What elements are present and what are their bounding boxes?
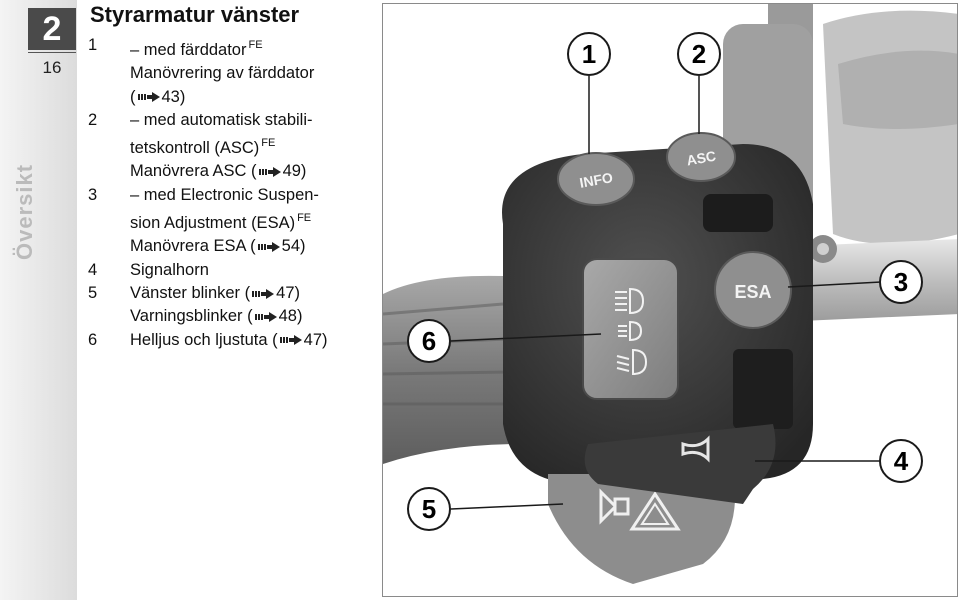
- info-button-label: INFO: [578, 169, 614, 191]
- esa-button-label: ESA: [734, 282, 771, 302]
- legend-line: Manövrera ASC (49): [130, 162, 307, 181]
- horn-icon: [681, 435, 710, 463]
- item-number: 6: [88, 330, 98, 349]
- chapter-tab: 2 16 Översikt: [0, 0, 77, 600]
- page-reference[interactable]: 49: [282, 162, 301, 181]
- handlebar-photo: INFO ASC ESA 1 2 3 4: [382, 3, 958, 597]
- item-text: – med färddator: [130, 41, 247, 59]
- item-number: 3: [88, 185, 98, 204]
- equipment-superscript: FE: [261, 137, 276, 150]
- left-arrow-icon: [599, 488, 630, 525]
- asc-button: [666, 132, 736, 182]
- page-reference-arrow-icon: [279, 335, 302, 346]
- page-title: Styrarmatur vänster: [90, 2, 300, 27]
- leader-lines: [450, 76, 882, 510]
- legend-line: sion Adjustment (ESA)FE: [88, 207, 380, 235]
- headlight-icon: [618, 320, 643, 342]
- legend-line: Varningsblinker (48): [130, 307, 303, 326]
- low-beam-icon: [616, 348, 648, 376]
- svg-text:2: 2: [692, 39, 706, 69]
- chapter-divider: [28, 52, 76, 53]
- horn-button: [584, 424, 776, 504]
- section-label: Översikt: [12, 163, 37, 260]
- page-reference[interactable]: 48: [278, 307, 297, 326]
- item-text: Helljus och ljustuta: [130, 330, 268, 349]
- item-text: Manövrering av färddator: [130, 64, 315, 83]
- asc-button-label: ASC: [685, 148, 717, 169]
- legend-line: 2 – med automatisk stabili-: [88, 109, 380, 132]
- item-text: sion Adjustment (ESA): [130, 214, 296, 233]
- item-number: 4: [88, 260, 98, 279]
- item-number: 5: [88, 283, 98, 302]
- svg-text:6: 6: [422, 326, 436, 356]
- esa-button: [714, 251, 792, 329]
- svg-text:1: 1: [582, 39, 596, 69]
- equipment-superscript: FE: [248, 39, 263, 51]
- svg-text:3: 3: [894, 267, 908, 297]
- legend-line: tetskontroll (ASC)FE: [88, 132, 380, 160]
- item-text: Varningsblinker: [130, 307, 243, 326]
- page-reference-arrow-icon: [257, 242, 280, 253]
- svg-text:4: 4: [894, 446, 909, 476]
- page-reference-arrow-icon: [252, 288, 275, 299]
- page-reference[interactable]: 43: [161, 87, 180, 106]
- info-button: [557, 152, 635, 206]
- callout-2: 2: [677, 32, 721, 76]
- page-reference-arrow-icon: [254, 311, 277, 322]
- callout-6: 6: [407, 319, 451, 363]
- page-number: 16: [42, 58, 62, 77]
- item-number: 1: [88, 36, 98, 54]
- callout-1: 1: [567, 32, 611, 76]
- item-text: – med Electronic Suspen-: [130, 185, 319, 204]
- callout-4: 4: [879, 439, 923, 483]
- legend-line: (43): [130, 87, 186, 106]
- chapter-number: 2: [28, 8, 76, 50]
- item-text: Manövrera ESA: [130, 237, 246, 256]
- legend-line: 4 Signalhorn: [88, 259, 380, 282]
- page-reference[interactable]: 47: [276, 283, 295, 302]
- item-text: Manövrera ASC: [130, 162, 247, 181]
- legend-line: 3 – med Electronic Suspen-: [88, 184, 380, 207]
- page-reference[interactable]: 54: [281, 237, 301, 256]
- svg-text:5: 5: [422, 494, 436, 524]
- high-beam-icon: [615, 287, 645, 315]
- callout-5: 5: [407, 487, 451, 531]
- legend-line: Manövrera ESA (54): [130, 237, 306, 256]
- item-text: tetskontroll (ASC): [130, 139, 260, 158]
- callout-3: 3: [879, 260, 923, 304]
- item-text: – med automatisk stabili-: [130, 110, 313, 129]
- page-reference-arrow-icon: [258, 167, 281, 178]
- page-reference-arrow-icon: [137, 92, 160, 103]
- item-number: 2: [88, 110, 98, 129]
- legend-line: Manövrering av färddator: [88, 62, 380, 85]
- hazard-warning-icon: [629, 491, 681, 531]
- item-text: Vänster blinker: [130, 283, 241, 302]
- equipment-superscript: FE: [297, 212, 312, 225]
- page-reference[interactable]: 47: [303, 330, 323, 349]
- handlebar-illustration: INFO ASC ESA 1 2 3 4: [383, 4, 957, 584]
- item-text: Signalhorn: [130, 260, 209, 279]
